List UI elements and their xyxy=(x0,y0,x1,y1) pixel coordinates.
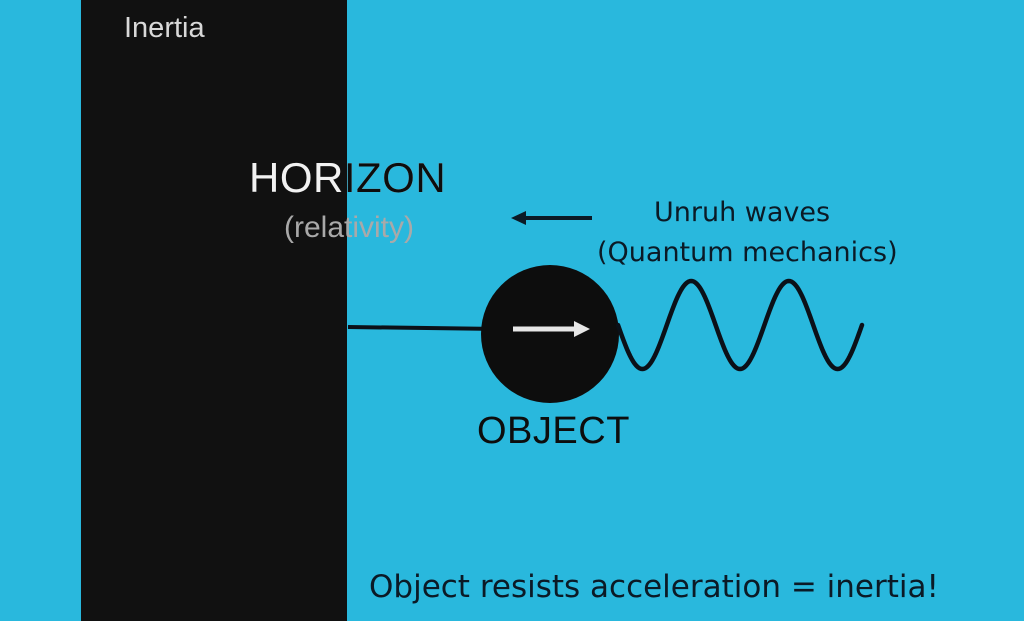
quantum-mechanics-label: (Quantum mechanics) xyxy=(597,237,898,268)
inertia-title: Inertia xyxy=(124,12,205,44)
horizon-label-group: HORIZON HORIZON xyxy=(249,155,709,201)
unruh-waves-label: Unruh waves xyxy=(654,197,831,228)
relativity-subtitle: (relativity) xyxy=(284,211,415,244)
horizon-label-light: HORIZON xyxy=(249,154,447,201)
horizon-label-dark: HORIZON xyxy=(347,155,447,201)
horizon-black-band xyxy=(81,0,347,621)
object-label: OBJECT xyxy=(477,410,630,452)
horizon-label-clip: HORIZON xyxy=(347,155,709,201)
conclusion-label: Object resists acceleration = inertia! xyxy=(369,569,939,605)
